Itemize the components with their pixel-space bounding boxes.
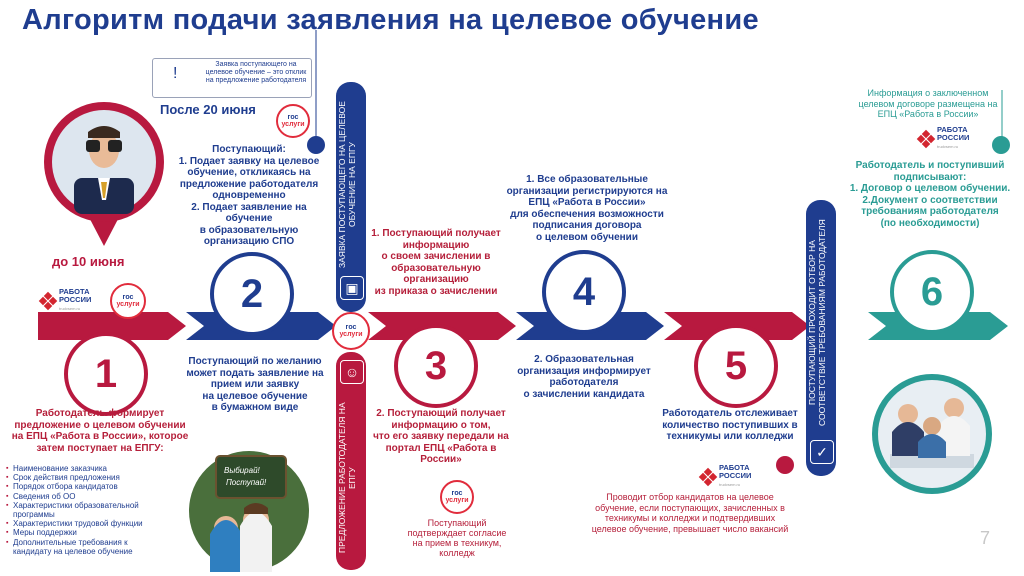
people-icon: ☺ bbox=[340, 360, 364, 384]
list-item: Порядок отбора кандидатов bbox=[6, 482, 164, 491]
offer-items-list: Наименование заказчика Срок действия пре… bbox=[6, 464, 164, 556]
board-text-1: Выбирай! bbox=[224, 466, 260, 475]
employer-offer-bar bbox=[336, 352, 366, 570]
step-5-bottom-text: Проводит отбор кандидатов на целевое обу… bbox=[591, 492, 789, 534]
list-item: Сведения об ОО bbox=[6, 492, 164, 501]
page-number: 7 bbox=[980, 528, 991, 548]
list-item: Дополнительные требования к кандидату на… bbox=[6, 538, 164, 556]
connector-dot bbox=[992, 136, 1010, 154]
step-6-text: Работодатель и поступивший подписывают: … bbox=[849, 160, 1011, 229]
contract-signing-photo bbox=[872, 374, 992, 494]
students-photo bbox=[189, 451, 309, 572]
step-4-circle: 4 bbox=[542, 250, 626, 334]
checklist-icon: ✓ bbox=[810, 440, 834, 464]
list-item: Характеристики трудовой функции bbox=[6, 519, 164, 528]
before-date: до 10 июня bbox=[52, 254, 125, 269]
step-2-top-text: Поступающий: 1. Подает заявку на целевое… bbox=[178, 144, 320, 247]
step-6-info-text: Информация о заключенном целевом договор… bbox=[858, 88, 998, 119]
employer-offer-label: ПРЕДЛОЖЕНИЕ РАБОТОДАТЕЛЯ НА ЕПГУ bbox=[337, 402, 357, 554]
after-date: После 20 июня bbox=[160, 102, 256, 117]
note-exclamation: ! bbox=[173, 65, 178, 82]
list-item: Наименование заказчика bbox=[6, 464, 164, 473]
list-item: Срок действия предложения bbox=[6, 473, 164, 482]
step-2-bottom-text: Поступающий по желанию может подать заяв… bbox=[186, 356, 324, 413]
binoculars-person-photo bbox=[44, 102, 164, 246]
step-2-circle: 2 bbox=[210, 252, 294, 336]
step-3-top-text: 1. Поступающий получает информацию о сво… bbox=[371, 228, 501, 297]
step-6-circle: 6 bbox=[890, 250, 974, 334]
step-3-gos-text: Поступающий подтверждает согласие на при… bbox=[407, 518, 507, 558]
epgu-application-label: ЗАЯВКА ПОСТУПАЮЩЕГО НА ЦЕЛЕВОЕ ОБУЧЕНИЕ … bbox=[337, 101, 357, 269]
epgu-application-bar bbox=[336, 82, 366, 312]
employer-check-label: ПОСТУПАЮЩИЙ ПРОХОДИТ ОТБОР НА СООТВЕТСТВ… bbox=[807, 219, 827, 427]
step-3-circle: 3 bbox=[394, 324, 478, 408]
laptop-icon: ▣ bbox=[340, 276, 364, 300]
board-text-2: Поступай! bbox=[226, 478, 267, 487]
note-box: ! Заявка поступающего на целевое обучени… bbox=[152, 58, 312, 98]
step-1-circle: 1 bbox=[64, 332, 148, 416]
page-title: Алгоритм подачи заявления на целевое обу… bbox=[22, 4, 759, 36]
connector-dot bbox=[776, 456, 794, 474]
step-5-text: Работодатель отслеживает количество пост… bbox=[662, 408, 798, 442]
step-4-top-text: 1. Все образовательные организации регис… bbox=[506, 174, 668, 243]
connector-dot bbox=[307, 136, 325, 154]
note-text: Заявка поступающего на целевое обучение … bbox=[205, 61, 307, 84]
employer-check-bar bbox=[806, 200, 836, 476]
step-1-text: Работодатель формирует предложение о цел… bbox=[11, 408, 189, 454]
step-5-circle: 5 bbox=[694, 324, 778, 408]
list-item: Меры поддержки bbox=[6, 528, 164, 537]
step-3-bottom-text: 2. Поступающий получает информацию о том… bbox=[373, 408, 509, 465]
step-4-bottom-text: 2. Образовательная организация информиру… bbox=[517, 354, 651, 400]
list-item: Характеристики образовательной программы bbox=[6, 501, 164, 519]
